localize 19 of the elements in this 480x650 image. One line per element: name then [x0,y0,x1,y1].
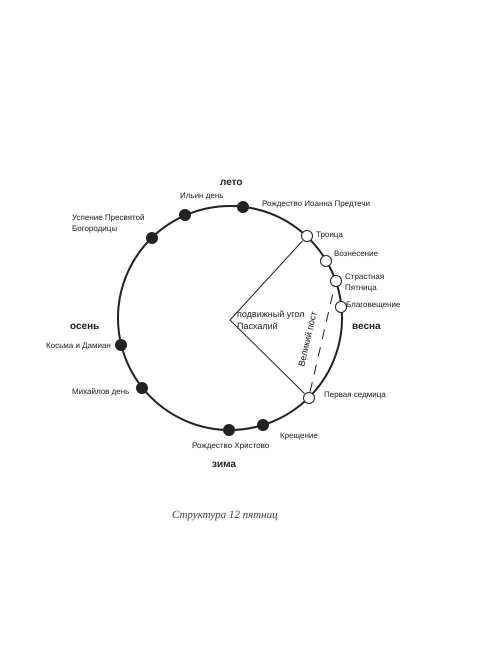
season-label: зима [212,458,236,472]
season-label: весна [352,320,381,334]
line [230,240,304,320]
line [230,320,305,394]
feast-label: Рождество Христово [192,440,270,451]
season-label: лето [220,176,243,190]
season-label: осень [70,320,100,334]
feast-label: Вознесение [334,248,380,259]
feast-label: Рождество Иоанна Предтечи [262,198,371,209]
caption: Структура 12 пятниц [172,508,278,523]
feast-label: Троица [316,229,344,240]
feast-label: Первая седмица [324,389,387,400]
feast-label: Михайлов день [72,386,130,397]
feast-label: Ильин день [180,190,224,201]
feast-label: Косьма и Дамиан [46,340,112,351]
feast-label: Успение Пресвятой Богородицы [72,212,146,234]
feast-label: Страстная Пятница [345,271,386,293]
feast-label: Благовещение [346,299,402,310]
feast-label: Крещение [280,430,319,441]
